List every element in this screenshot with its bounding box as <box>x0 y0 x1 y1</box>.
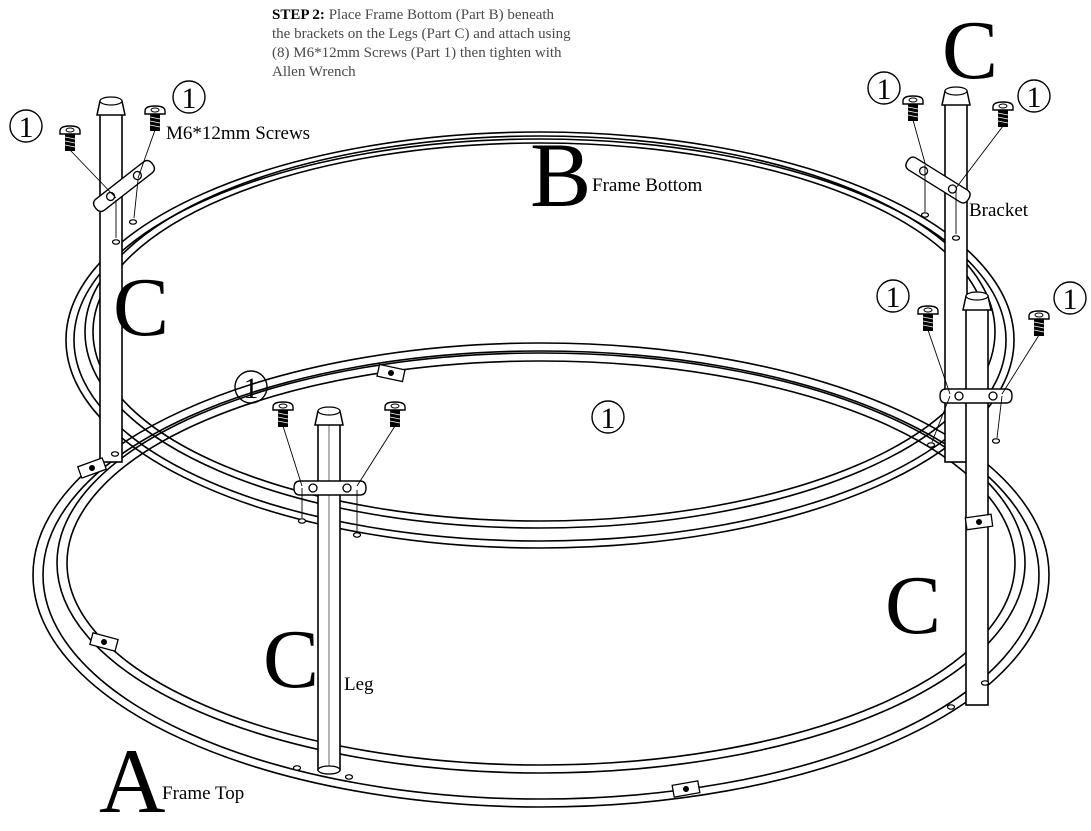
screw-label: M6*12mm Screws <box>166 123 310 144</box>
screw-number: 1 <box>182 82 197 115</box>
part-letter-c: C <box>942 4 998 97</box>
step-instruction: STEP 2: Place Frame Bottom (Part B) bene… <box>272 6 572 82</box>
step-label: STEP 2: <box>272 7 325 23</box>
part-letter-c: C <box>263 613 319 706</box>
screw-number: 1 <box>877 73 892 106</box>
screw-number: 1 <box>19 111 34 144</box>
part-letter-c: C <box>885 559 941 652</box>
frame-tab <box>376 363 406 383</box>
leg-front-right <box>962 291 992 706</box>
bracket-front <box>293 480 367 496</box>
screw-number: 1 <box>1063 283 1078 316</box>
frame-top-ring <box>32 342 1050 808</box>
screw-number: 1 <box>886 281 901 314</box>
screw-number: 1 <box>1027 81 1042 114</box>
bracket-label: Bracket <box>969 200 1029 221</box>
screw-leader-lines <box>69 119 1040 532</box>
part-letter-a: A <box>99 730 165 826</box>
screw-number: 1 <box>244 372 259 405</box>
leg-label: Leg <box>344 674 374 695</box>
screw-number: 1 <box>601 402 616 435</box>
part-1-numbers: 1 1 1 1 1 1 1 1 <box>19 73 1078 435</box>
frame-tab <box>671 780 701 798</box>
leg-front-left <box>314 406 344 775</box>
frame-tab <box>89 632 119 652</box>
frame-bottom-label: Frame Bottom <box>592 175 703 196</box>
part-letter-b: B <box>530 124 591 226</box>
part-letter-c: C <box>113 261 169 354</box>
part-1-callouts <box>9 71 1087 434</box>
step-text: Place Frame Bottom (Part B) beneath the … <box>272 7 571 80</box>
frame-top-label: Frame Top <box>162 783 244 804</box>
